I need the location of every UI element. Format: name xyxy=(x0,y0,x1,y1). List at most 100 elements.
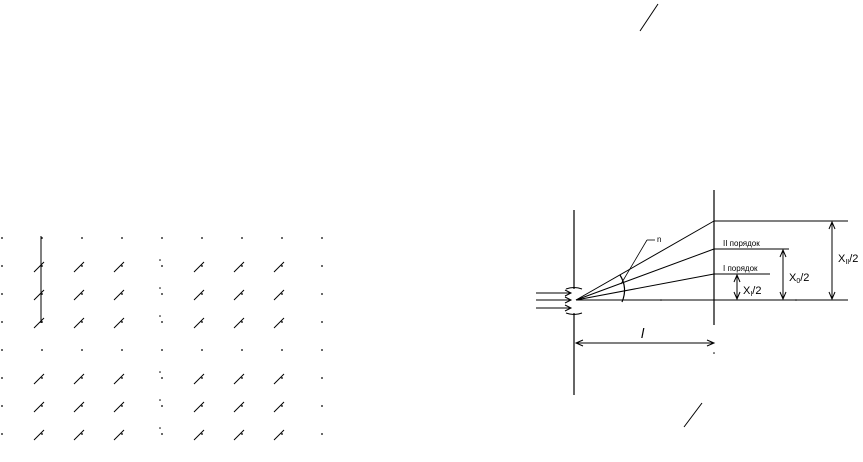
grating-dot xyxy=(1,349,3,351)
grating-slash xyxy=(33,373,45,385)
grating-slash xyxy=(193,373,205,385)
grating-dot xyxy=(241,377,243,379)
grating-dot xyxy=(281,377,283,379)
grating-dot xyxy=(281,433,283,435)
grating-slash xyxy=(233,261,245,273)
dimension-half-x1: XI/2 xyxy=(733,273,761,301)
grating-dot xyxy=(321,293,323,295)
top-slash-mark xyxy=(639,3,659,32)
grating-dot xyxy=(281,237,283,239)
grating-dot xyxy=(161,433,163,435)
grating-dot xyxy=(321,405,323,407)
grating-dot xyxy=(241,321,243,323)
grating-dot xyxy=(1,237,3,239)
grating-dot xyxy=(159,399,161,401)
grating-dot xyxy=(241,237,243,239)
grating-dot xyxy=(201,377,203,379)
grating-dot xyxy=(321,433,323,435)
grating-slash xyxy=(233,317,245,329)
grating-dot xyxy=(81,265,83,267)
grating-dot xyxy=(161,405,163,407)
grating-dot xyxy=(159,371,161,373)
grating-dot xyxy=(281,405,283,407)
grating-slash xyxy=(193,261,205,273)
grating-dot xyxy=(1,377,3,379)
grating-dot xyxy=(241,405,243,407)
grating-dot xyxy=(161,293,163,295)
grating-dot xyxy=(121,433,123,435)
grating-dot xyxy=(161,237,163,239)
diffraction-grating-pattern xyxy=(1,237,323,441)
grating-dot xyxy=(321,377,323,379)
grating-slash xyxy=(113,429,125,441)
grating-dot xyxy=(41,377,43,379)
grating-dot xyxy=(81,433,83,435)
grating-dot xyxy=(159,259,161,261)
distance-label: l xyxy=(641,325,645,341)
grating-dot xyxy=(161,321,163,323)
grating-dot xyxy=(121,321,123,323)
grating-slash xyxy=(273,429,285,441)
dimension-distance: l xyxy=(574,325,716,347)
grating-dot xyxy=(1,293,3,295)
grating-slash xyxy=(73,401,85,413)
grating-dot xyxy=(81,405,83,407)
grating-slash xyxy=(273,401,285,413)
grating-dot xyxy=(159,287,161,289)
half-x0-label: X0/2 xyxy=(789,272,809,285)
half-x1-label: XI/2 xyxy=(743,285,761,298)
grating-dot xyxy=(161,265,163,267)
grating-dot xyxy=(41,237,43,239)
grating-dot xyxy=(281,265,283,267)
order-levels xyxy=(576,220,848,301)
grating-dot xyxy=(121,265,123,267)
grating-dot xyxy=(201,237,203,239)
grating-dot xyxy=(81,349,83,351)
grating-slash xyxy=(33,317,45,329)
dimension-half-x0: X0/2 xyxy=(779,248,809,301)
grating-dot xyxy=(121,377,123,379)
grating-dot xyxy=(201,321,203,323)
grating-slash xyxy=(73,429,85,441)
grating-slash xyxy=(113,317,125,329)
diffracted-rays xyxy=(575,220,715,301)
grating-dot xyxy=(1,265,3,267)
grating-dot xyxy=(241,349,243,351)
grating-dot xyxy=(281,349,283,351)
grating-dot xyxy=(201,405,203,407)
grating-slash xyxy=(73,289,85,301)
grating-slash xyxy=(33,261,45,273)
grating-dot xyxy=(1,405,3,407)
grating-dot xyxy=(201,349,203,351)
grating-dot xyxy=(201,293,203,295)
grating-dot xyxy=(161,349,163,351)
grating-slash xyxy=(113,373,125,385)
grating-slash xyxy=(273,373,285,385)
stray-dots xyxy=(660,299,797,354)
grating-dot xyxy=(281,321,283,323)
grating-dot xyxy=(41,321,43,323)
grating-dot xyxy=(241,265,243,267)
grating-dot xyxy=(321,265,323,267)
grating-dot xyxy=(201,265,203,267)
grating-dot xyxy=(159,315,161,317)
angle-label: n xyxy=(657,235,661,244)
grating-dot xyxy=(201,433,203,435)
grating-dot xyxy=(41,405,43,407)
grating-slash xyxy=(233,429,245,441)
grating-dot xyxy=(41,433,43,435)
incident-beams xyxy=(536,289,573,312)
grating-dot xyxy=(41,293,43,295)
grating-dot xyxy=(321,349,323,351)
angle-arc xyxy=(619,274,626,303)
grating-dot xyxy=(281,293,283,295)
grating-dot xyxy=(159,427,161,429)
grating-dot xyxy=(321,321,323,323)
grating-dot xyxy=(1,321,3,323)
grating-dot xyxy=(41,349,43,351)
grating-slash xyxy=(33,289,45,301)
grating-slash xyxy=(193,289,205,301)
slit-screen xyxy=(565,210,583,395)
grating-slash xyxy=(73,373,85,385)
half-x2-label: XII/2 xyxy=(838,253,858,266)
